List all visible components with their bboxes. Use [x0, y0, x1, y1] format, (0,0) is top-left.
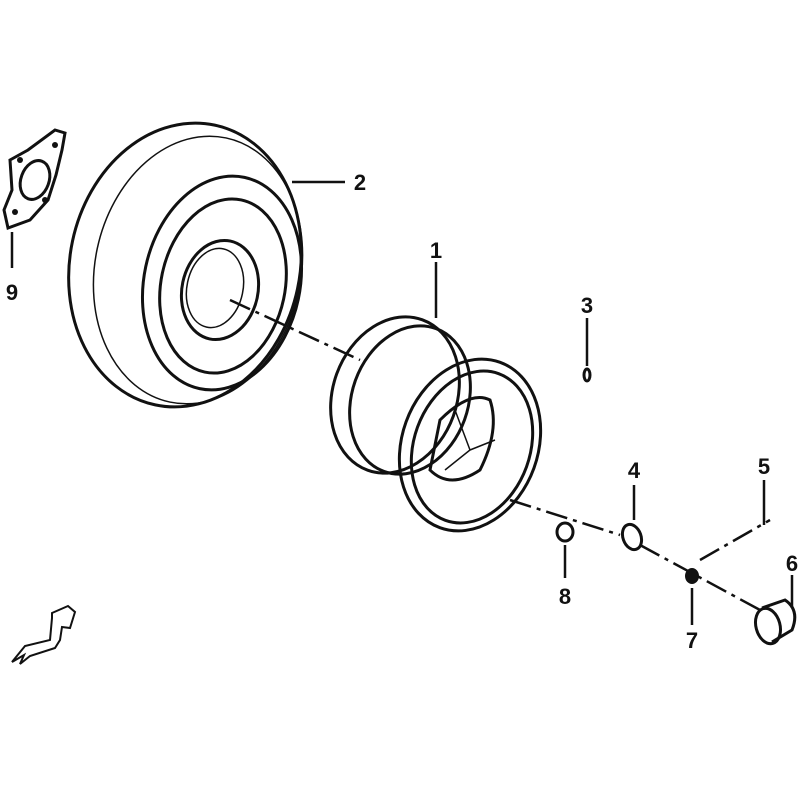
washer-part [620, 522, 644, 552]
gasket-plate-part [2, 128, 67, 230]
label-3: 3 [581, 293, 593, 318]
label-9: 9 [6, 280, 18, 305]
label-8: 8 [559, 584, 571, 609]
label-7: 7 [686, 628, 698, 653]
label-2: 2 [354, 170, 366, 195]
label-4: 4 [628, 458, 641, 483]
tire-part [67, 121, 304, 409]
label-1: 1 [430, 238, 442, 263]
hub-cap-part [754, 598, 797, 646]
nut-part [555, 521, 575, 543]
label-5: 5 [758, 454, 770, 479]
castle-nut-part [685, 568, 699, 584]
valve-part [582, 367, 592, 383]
wheel-rim-part [329, 315, 543, 533]
label-6: 6 [786, 551, 798, 576]
front-direction-icon [11, 604, 77, 665]
